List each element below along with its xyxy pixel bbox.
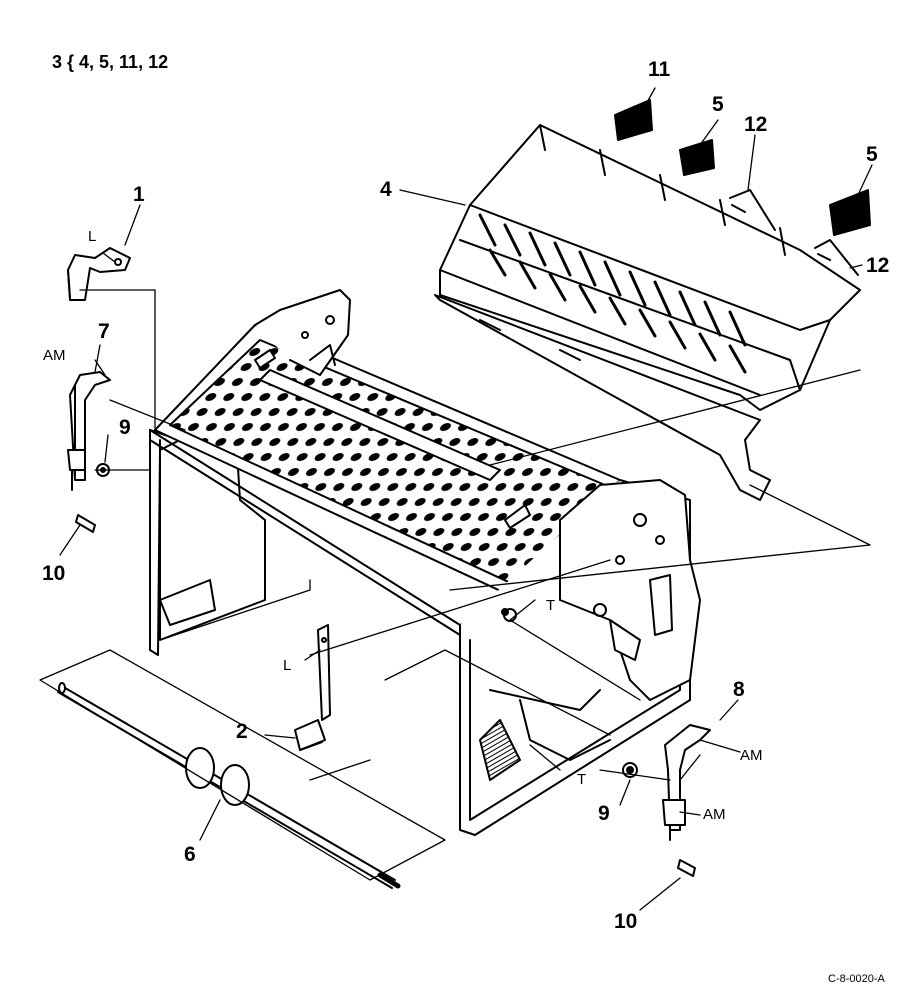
callout-9-a: 9	[119, 416, 131, 439]
bracket-1	[67, 247, 131, 301]
label-AM-right-upper: AM	[740, 747, 763, 764]
callout-5-a: 5	[712, 93, 724, 116]
upper-guide-assembly	[434, 124, 861, 501]
label-T-upper: T	[546, 597, 556, 614]
label-L-middle: L	[283, 657, 292, 674]
label-L-top: L	[88, 228, 97, 245]
callout-6: 6	[184, 843, 196, 866]
callout-12-b: 12	[866, 254, 890, 277]
callout-11: 11	[648, 58, 671, 81]
callout-5-b: 5	[866, 143, 878, 166]
pin-10-left	[75, 514, 96, 533]
callout-12-a: 12	[744, 113, 768, 136]
callout-4: 4	[380, 178, 392, 201]
callout-10-a: 10	[42, 562, 66, 585]
lever-7	[67, 371, 111, 491]
figure-code: C-8-0020-A	[828, 973, 885, 985]
callout-7: 7	[98, 320, 110, 343]
shaft-6	[57, 682, 401, 889]
pin-10-right	[677, 859, 696, 877]
bracket-2	[294, 624, 331, 751]
callout-2: 2	[236, 720, 248, 743]
lever-8	[662, 724, 711, 841]
kit-composition-note: 3 { 4, 5, 11, 12	[52, 52, 169, 72]
callout-8: 8	[733, 678, 745, 701]
main-frame	[149, 289, 701, 836]
springs	[729, 189, 859, 276]
callout-1: 1	[133, 183, 145, 206]
leader-lines	[39, 87, 873, 911]
label-AM-right-lower: AM	[703, 806, 726, 823]
callout-9-b: 9	[598, 802, 610, 825]
label-AM-left: AM	[43, 347, 66, 364]
label-T-lower: T	[577, 771, 587, 788]
callout-10-b: 10	[614, 910, 638, 933]
